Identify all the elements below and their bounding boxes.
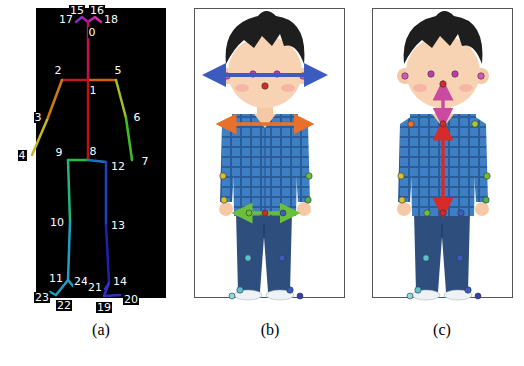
neck-hip-line	[441, 130, 445, 208]
skeleton-panel	[36, 8, 166, 298]
pose-skeleton	[32, 17, 132, 296]
keypoint-number: 8	[89, 146, 98, 157]
keypoints	[398, 71, 490, 299]
keypoint-number: 17	[58, 14, 74, 25]
keypoint-number: 22	[56, 300, 72, 311]
keypoint-number: 23	[34, 292, 50, 303]
keypoint-number: 7	[141, 156, 150, 167]
ear-width-line	[214, 73, 316, 77]
keypoint-number: 0	[88, 27, 97, 38]
panel-caption: (c)	[431, 322, 453, 338]
keypoint-number: 14	[112, 276, 128, 287]
boy-illustration	[219, 11, 311, 300]
keypoint-number: 11	[48, 273, 64, 284]
nose-neck-line	[441, 90, 445, 118]
keypoint-number: 20	[123, 294, 139, 305]
keypoint-number: 1	[89, 85, 98, 96]
keypoints	[220, 71, 312, 299]
keypoint-number: 13	[110, 220, 126, 231]
shoulder-width-line	[226, 122, 304, 126]
keypoint-number: 4	[18, 150, 27, 161]
keypoint-number: 6	[133, 112, 142, 123]
keypoint-number: 2	[54, 65, 63, 76]
keypoint-number: 5	[114, 65, 123, 76]
keypoint-number: 18	[103, 14, 119, 25]
panel-caption: (a)	[90, 322, 112, 338]
boy-illustration	[397, 11, 489, 300]
keypoint-number: 9	[55, 147, 64, 158]
keypoint-number: 21	[87, 282, 103, 293]
keypoint-number: 3	[34, 112, 43, 123]
panel-caption: (b)	[259, 322, 282, 338]
keypoint-number: 10	[49, 217, 65, 228]
keypoint-number: 19	[96, 302, 112, 313]
keypoint-number: 12	[110, 161, 126, 172]
